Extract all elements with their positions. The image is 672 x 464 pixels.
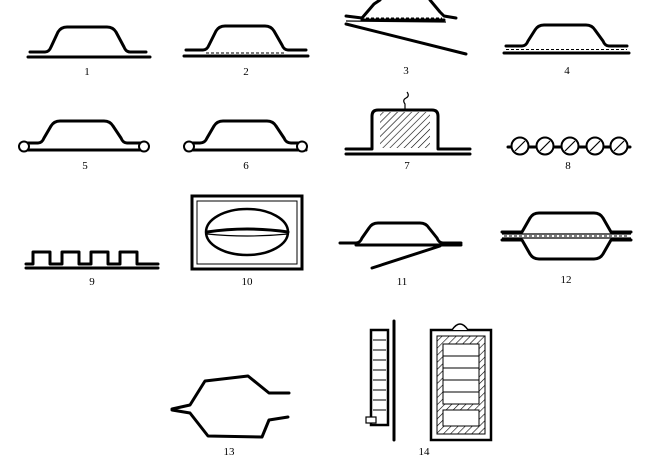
profile-7: 7 xyxy=(344,91,472,172)
label-2: 2 xyxy=(243,66,249,78)
label-3: 3 xyxy=(403,65,409,77)
profile-1: 1 xyxy=(26,25,152,78)
profile-2: 2 xyxy=(182,24,310,78)
label-1: 1 xyxy=(84,66,90,78)
profile-14: 14 xyxy=(365,319,493,458)
label-10: 10 xyxy=(242,276,254,288)
label-7: 7 xyxy=(404,160,410,172)
label-5: 5 xyxy=(82,160,88,172)
profile-9: 9 xyxy=(24,250,160,288)
profile-5: 5 xyxy=(18,119,150,172)
label-14: 14 xyxy=(419,446,431,458)
label-11: 11 xyxy=(397,276,408,288)
profile-13: 13 xyxy=(170,374,291,458)
label-9: 9 xyxy=(89,276,95,288)
label-8: 8 xyxy=(565,160,571,172)
profile-8: 8 xyxy=(506,136,632,172)
profile-6: 6 xyxy=(183,119,308,172)
profile-11: 11 xyxy=(338,221,463,288)
label-13: 13 xyxy=(224,446,236,458)
profile-4: 4 xyxy=(502,23,631,77)
profile-12: 12 xyxy=(500,211,633,286)
label-12: 12 xyxy=(561,274,572,286)
profile-3: 3 xyxy=(344,0,468,77)
label-4: 4 xyxy=(564,65,570,77)
profile-10: 10 xyxy=(190,194,304,288)
label-6: 6 xyxy=(243,160,249,172)
